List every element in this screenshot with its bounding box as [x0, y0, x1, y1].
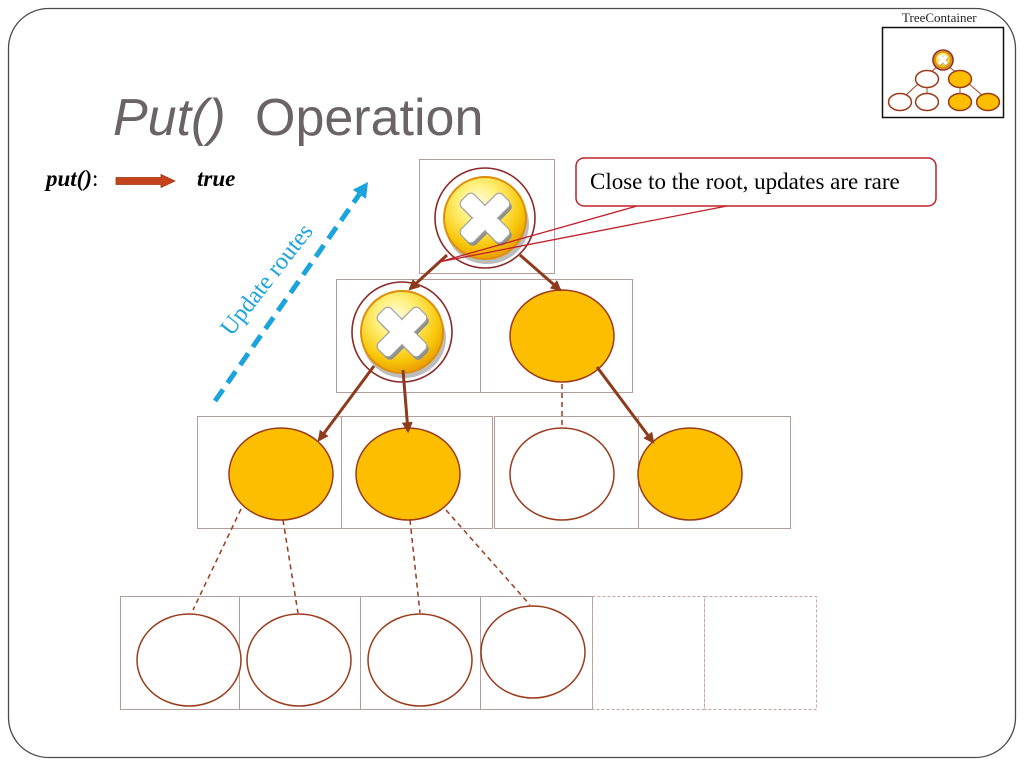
tree-node-level-2	[510, 428, 614, 520]
filled-circle-icon	[949, 70, 972, 87]
tree-node-level-3	[137, 614, 241, 706]
update-routes-arrow: Update routes	[212, 182, 368, 403]
mini-tree-node	[949, 70, 972, 87]
mini-tree-node	[977, 93, 1000, 110]
empty-circle-icon	[510, 428, 614, 520]
filled-circle-icon	[356, 428, 460, 520]
filled-circle-icon	[229, 428, 333, 520]
empty-circle-icon	[916, 70, 939, 87]
mini-tree-node	[889, 93, 912, 110]
filled-circle-icon	[949, 93, 972, 110]
empty-circle-icon	[247, 614, 351, 706]
mini-tree-node	[933, 50, 953, 70]
put-colon: :	[92, 166, 99, 191]
right-arrow-icon	[115, 173, 176, 189]
page-title-method: Put()	[113, 89, 226, 147]
tree-node-root	[435, 168, 535, 268]
tree-nodes	[137, 168, 742, 706]
callout	[438, 157, 937, 263]
empty-circle-icon	[916, 93, 939, 110]
tree-update-arrows	[317, 253, 655, 444]
tree-node-level-2	[638, 428, 742, 520]
tree-link-arrow	[401, 369, 413, 434]
x-circle-icon	[933, 50, 953, 70]
tree-node-level-3	[481, 606, 585, 698]
x-mark	[459, 192, 511, 244]
tree-link-arrow	[519, 253, 562, 292]
tree-node-level-2	[356, 428, 460, 520]
mini-tree-link	[905, 83, 919, 96]
put-legend: put():	[46, 167, 98, 190]
callout-box	[575, 157, 937, 207]
empty-circle-icon	[137, 614, 241, 706]
tree-slot-level-2	[341, 416, 493, 529]
x-mark	[376, 306, 428, 358]
put-result-label: true	[197, 166, 236, 191]
callout-pointer	[438, 205, 638, 263]
tree-slot-empty	[592, 596, 705, 710]
x-circle-icon	[435, 168, 535, 268]
tree-node-level-3	[247, 614, 351, 706]
tree-node-level-3	[368, 614, 472, 706]
page-title-word: Operation	[255, 89, 484, 147]
tree-link-arrow	[408, 253, 449, 291]
tree-node-level-1-left	[352, 282, 452, 382]
tree-slot-level-1	[480, 279, 633, 393]
empty-circle-icon	[368, 614, 472, 706]
tree-dashed-links	[192, 384, 563, 614]
empty-circle-icon	[889, 93, 912, 110]
route-arrow-line	[212, 192, 362, 403]
tree-link-dashed	[192, 508, 242, 611]
mini-tree-node	[949, 93, 972, 110]
tree-link-arrow	[595, 366, 655, 444]
tree-node-level-2	[229, 428, 333, 520]
tree-link-dashed	[282, 519, 299, 614]
mini-tree-link	[968, 83, 983, 96]
tree-slot-level-0	[419, 159, 555, 274]
x-mark-fill	[461, 194, 509, 242]
tree-container-label: TreeContainer	[902, 10, 977, 25]
tree-node-level-1-right	[510, 290, 614, 382]
callout-text: Close to the root, updates are rare	[590, 169, 900, 194]
tree-link-dashed	[409, 519, 421, 614]
tree-link-arrow	[317, 365, 376, 442]
callout-pointer	[438, 205, 728, 263]
mini-tree-node	[916, 93, 939, 110]
mini-tree-node	[916, 70, 939, 87]
route-arrowhead-icon	[352, 182, 368, 199]
filled-circle-icon	[510, 290, 614, 382]
put-call-label: put()	[46, 166, 92, 191]
x-circle-icon	[352, 282, 452, 382]
x-mark-fill	[938, 55, 948, 65]
x-mark-fill	[378, 308, 426, 356]
empty-circle-icon	[481, 606, 585, 698]
tree-link-dashed	[445, 509, 531, 606]
tree-slot-empty	[704, 596, 817, 710]
x-mark	[937, 54, 949, 66]
tree-container-thumbnail	[881, 26, 1005, 119]
slide-frame	[7, 7, 1017, 759]
filled-circle-icon	[638, 428, 742, 520]
filled-circle-icon	[977, 93, 1000, 110]
